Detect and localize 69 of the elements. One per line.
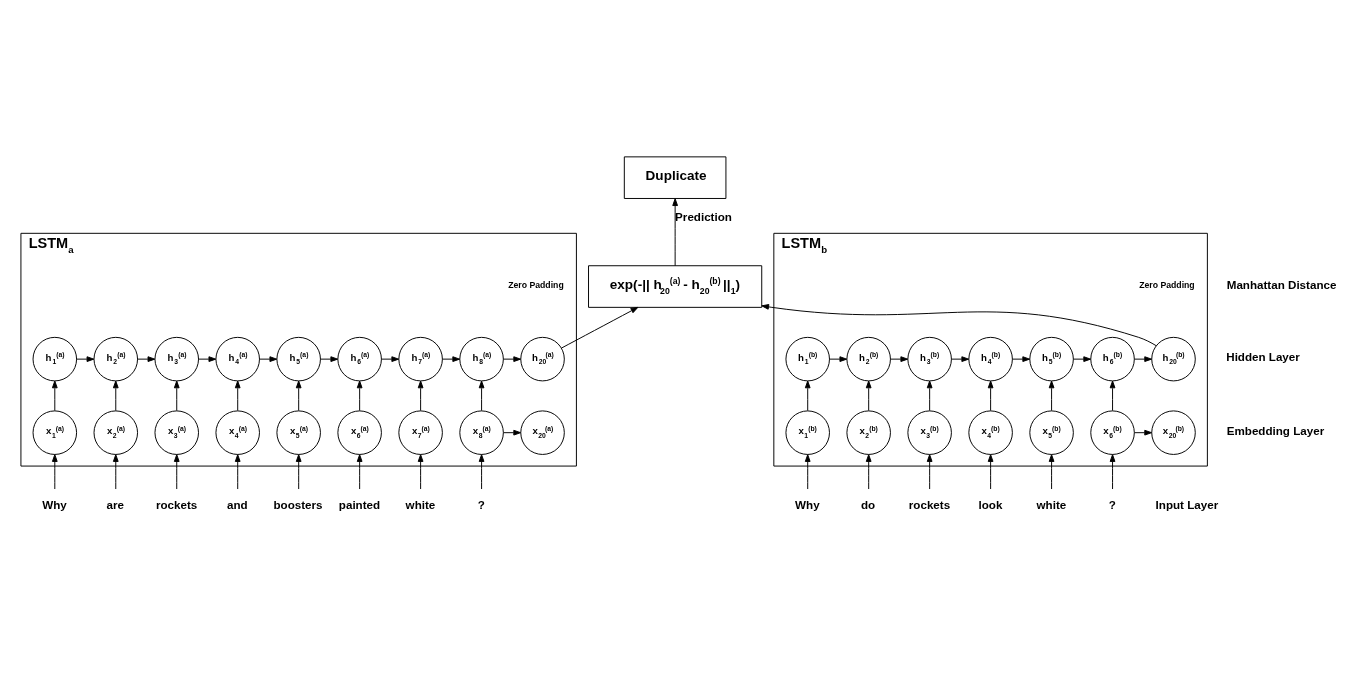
arrow (829, 356, 848, 362)
label: Embedding Layer (1226, 423, 1325, 437)
arrow (173, 454, 180, 490)
label: Input Layer (1155, 497, 1219, 511)
arrow (234, 454, 241, 490)
arrow (295, 380, 302, 412)
arrow (1048, 380, 1055, 412)
arrow (1073, 356, 1092, 362)
node-text: ? (1108, 497, 1116, 511)
arrow (478, 454, 485, 490)
arrow (478, 380, 485, 412)
arrow (1012, 356, 1031, 362)
arrow (320, 356, 339, 362)
arrow (295, 454, 302, 490)
arrow (951, 356, 970, 362)
arrow (51, 454, 58, 490)
node-text: and (227, 497, 248, 511)
arrow (51, 380, 58, 412)
arrow (890, 356, 909, 362)
label: Hidden Layer (1226, 350, 1300, 364)
node-text: painted (338, 497, 381, 511)
arrow (865, 454, 872, 490)
node-text: boosters (273, 497, 323, 511)
arrow (503, 356, 522, 362)
arrow (112, 380, 119, 412)
arrow (804, 380, 811, 412)
arrow (1133, 356, 1153, 362)
node-text: rockets (908, 497, 951, 511)
node-text: white (405, 497, 436, 511)
arrow (503, 429, 522, 436)
arrow (137, 356, 156, 362)
arrow (1109, 454, 1116, 490)
arrow (761, 304, 1157, 347)
arrow (1109, 380, 1116, 412)
arrow (926, 454, 933, 490)
arrow (865, 380, 872, 412)
arrow (259, 356, 278, 362)
node-text: Why (795, 497, 820, 511)
node-text: do (860, 497, 876, 511)
arrow (1048, 454, 1055, 490)
arrow (234, 380, 241, 412)
node-text: Why (42, 497, 67, 511)
node-text: ? (477, 497, 485, 511)
arrow (173, 380, 180, 412)
arrow (987, 380, 994, 412)
arrow (112, 454, 119, 490)
arrow (356, 380, 363, 412)
arrow (417, 380, 424, 412)
arrow (987, 454, 994, 490)
node-text: white (1036, 497, 1067, 511)
arrow (76, 356, 95, 362)
arrow (672, 198, 678, 267)
arrow (442, 356, 461, 362)
node-text: are (106, 497, 125, 511)
node-text: look (978, 497, 1003, 511)
arrow (561, 306, 639, 349)
label: Zero Padding (508, 279, 564, 290)
arrow (356, 454, 363, 490)
node-text: rockets (155, 497, 198, 511)
arrow (198, 356, 217, 362)
arrow (926, 380, 933, 412)
label: Manhattan Distance (1226, 277, 1337, 291)
arrow (804, 454, 811, 490)
arrow (1133, 429, 1153, 436)
arrow (417, 454, 424, 490)
label: Zero Padding (1139, 279, 1195, 290)
arrow (381, 356, 400, 362)
node-box: exp(-|| h$_{20}$$^{(a)}$ - h$_{20}$$^{(b)}$ ||$_{1}$) (588, 265, 763, 308)
node-box: Duplicate (623, 156, 727, 199)
